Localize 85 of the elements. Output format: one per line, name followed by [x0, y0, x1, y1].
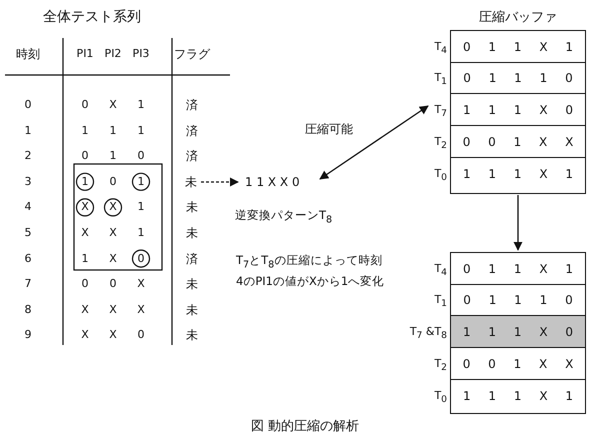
row-values: 1 1 1 X 0	[462, 102, 574, 118]
cell-value: 0	[82, 98, 88, 112]
cell-value: 0	[138, 149, 144, 164]
time-value: 9	[24, 328, 32, 342]
time-value: 3	[24, 174, 32, 189]
cell-value: X	[137, 302, 145, 317]
cell-value: 0	[138, 328, 144, 342]
row-label: T$_{1}$	[434, 70, 447, 89]
column-header: PI3	[132, 47, 150, 61]
cell-value: 1	[138, 226, 144, 240]
edge-label: 圧縮可能	[305, 122, 353, 136]
table-title: 全体テスト系列	[43, 10, 141, 24]
row-label: T$_{4}$	[434, 40, 447, 58]
column-header: 時刻	[16, 47, 40, 61]
time-value: 8	[24, 302, 32, 317]
cell-value: 1	[82, 124, 88, 138]
time-value: 2	[24, 149, 32, 164]
cell-value: X	[109, 252, 117, 266]
flag-value: 未	[185, 175, 197, 189]
row-values: 0 0 1 X X	[462, 134, 574, 150]
row-values: 0 1 1 1 0	[462, 70, 574, 86]
cell-value: 1	[82, 252, 88, 266]
column-header: PI1	[76, 47, 94, 61]
row-values: 0 1 1 X 1	[462, 39, 574, 56]
cell-value: 1	[138, 98, 144, 112]
flag-value: 済	[186, 98, 198, 112]
cell-value: X	[109, 302, 117, 317]
arrow	[513, 195, 523, 251]
time-value: 1	[24, 124, 32, 138]
row-values: 0 1 1 X 1	[462, 261, 574, 278]
cell-value: 1	[138, 200, 144, 214]
row-values: 0 0 1 X X	[462, 356, 574, 372]
cell-value: X	[81, 328, 89, 342]
cell-value: X	[109, 328, 117, 342]
row-label: T$_{0}$	[434, 166, 447, 185]
cell-value: X	[109, 98, 117, 112]
arrow	[319, 105, 429, 180]
cell-value: X	[109, 226, 117, 240]
row-label: T$_{0}$	[434, 388, 447, 407]
flag-value: 未	[186, 328, 198, 342]
row-label: T$_{4}$	[434, 262, 447, 280]
cell-value: X	[81, 302, 89, 317]
flag-value: 未	[186, 200, 198, 214]
cell-value: 0	[110, 277, 116, 292]
time-value: 7	[24, 277, 32, 292]
cell-value: 1	[138, 124, 144, 138]
flag-value: 未	[186, 277, 198, 292]
row-values: 1 1 1 X 1	[462, 166, 574, 182]
flag-value: 未	[186, 226, 198, 240]
figure-caption: 図 動的圧縮の解析	[250, 420, 360, 434]
row-label: T$_{7}$ &T$_{8}$	[410, 324, 447, 343]
cell-value: 0	[110, 174, 116, 189]
time-value: 5	[24, 226, 32, 240]
flag-value: 済	[186, 124, 198, 138]
cell-value: 0	[82, 149, 88, 164]
cell-value: 0	[138, 252, 144, 266]
cell-value: 1	[82, 174, 88, 189]
cell-value: X	[81, 226, 89, 240]
row-label: T$_{1}$	[434, 292, 447, 311]
cell-value: 1	[138, 174, 144, 189]
column-header: PI2	[104, 47, 122, 61]
cell-value: 1	[110, 149, 116, 164]
pattern-text: 1 1 X X 0	[245, 175, 300, 189]
cell-value: X	[137, 277, 145, 292]
cell-value: 1	[110, 124, 116, 138]
cell-value: 0	[82, 277, 88, 292]
column-header: フラグ	[174, 47, 210, 61]
row-values: 1 1 1 X 1	[462, 388, 574, 404]
pattern-caption: 逆変換パターンT$_{8}$	[235, 208, 332, 228]
arrow	[201, 177, 239, 187]
row-label: T$_{7}$	[434, 102, 447, 121]
time-value: 0	[24, 98, 32, 112]
row-label: T$_{2}$	[434, 134, 447, 153]
flag-value: 済	[186, 149, 198, 164]
flag-value: 未	[186, 302, 198, 317]
row-values: 1 1 1 X 0	[462, 324, 574, 340]
flag-value: 済	[186, 252, 198, 266]
row-values: 0 1 1 1 0	[462, 292, 574, 308]
cell-value: X	[109, 200, 117, 214]
cell-value: X	[81, 200, 89, 214]
time-value: 6	[24, 252, 32, 266]
row-label: T$_{2}$	[434, 356, 447, 375]
note-text: T$_{7}$とT$_{8}$の圧縮によって時刻4のPI1の値がXから1へ変化	[236, 252, 386, 290]
time-value: 4	[24, 200, 32, 214]
buffer-title: 圧縮バッファ	[479, 11, 557, 25]
